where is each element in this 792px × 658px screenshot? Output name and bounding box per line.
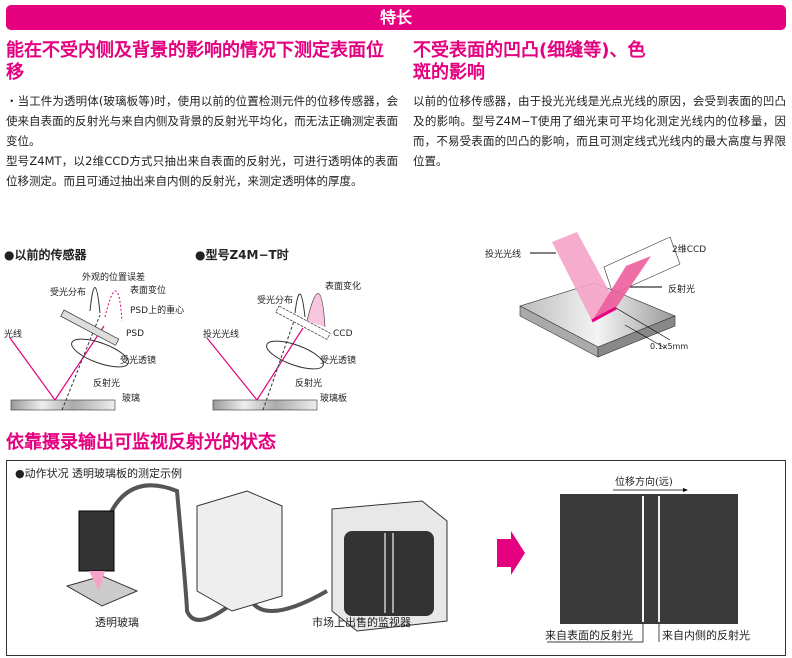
label-glass: 玻璃 <box>122 394 141 404</box>
label-reflect: 反射光 <box>295 379 323 389</box>
glass-label: 透明玻璃 <box>95 616 139 629</box>
label-light: 投光光线 <box>485 250 522 260</box>
beam-3d-illustration <box>519 232 681 358</box>
label-reflect: 反射光 <box>93 379 121 389</box>
label-lens: 受光透镜 <box>120 356 157 366</box>
monitor-capture <box>560 494 738 624</box>
controller <box>196 490 283 612</box>
z4m-t-illustration <box>206 293 331 411</box>
left-heading: 能在不受内侧及背景的影响的情况下测定表面位移 <box>6 40 384 83</box>
inner-reflect-label: 来自内侧的反射光 <box>662 629 750 642</box>
label-glass-plate: 玻璃板 <box>320 394 348 404</box>
old-sensor-illustration <box>9 287 129 411</box>
section-header: 特长 <box>6 5 786 30</box>
right-heading: 不受表面的凹凸(细缝等)、色斑的影响 <box>413 40 646 83</box>
operation-box: ●动作状况 透明玻璃板的测定示例 透明玻璃 市场上出售的监视器 位移方向(远) … <box>6 460 786 656</box>
left-paragraph-2: 型号Z4MT，以2维CCD方式只抽出来自表面的反射光，可进行透明体的表面位移测定… <box>6 154 398 188</box>
label-2d-ccd: 2维CCD <box>672 245 707 255</box>
label-size: 0.1x5mm <box>650 342 689 351</box>
left-paragraph-1: ・当工件为透明体(玻璃板等)时，使用以前的位置检测元件的位移传感器，会使来自表面… <box>6 94 398 148</box>
arrow-right-icon <box>497 531 525 575</box>
label-psd-center: PSD上的重心 <box>130 306 185 316</box>
label-light: 光线 <box>4 330 23 340</box>
label-surface-change: 表面变化 <box>325 282 362 292</box>
diagram-old-sensor: ●以前的传感器 外观的位置误差 表面变位 受光分布 PSD上的重心 光线 PSD… <box>0 243 200 418</box>
section2-heading: 依靠摄录输出可监视反射光的状态 <box>6 432 276 453</box>
setup-illustration <box>65 483 738 643</box>
label-error: 外观的位置误差 <box>82 273 146 283</box>
diagram-z4m-t: ●型号Z4M−T时 表面变化 受光分布 投光光线 CCD 受光透镜 反射光 玻璃… <box>195 243 400 418</box>
surface-reflect-label: 来自表面的反射光 <box>545 629 633 642</box>
direction-label: 位移方向(远) <box>615 477 673 488</box>
label-psd: PSD <box>126 329 145 339</box>
diagram-new-title: ●型号Z4M−T时 <box>195 248 289 262</box>
label-lens: 受光透镜 <box>320 356 357 366</box>
box-title: ●动作状况 <box>15 467 69 480</box>
label-light: 投光光线 <box>203 330 240 340</box>
label-surface: 表面变位 <box>130 286 167 296</box>
box-subtitle: 透明玻璃板的测定示例 <box>72 467 182 480</box>
diagram-3d-beam: 投光光线 2维CCD 反射光 0.1x5mm <box>440 230 740 370</box>
monitor-label: 市场上出售的监视器 <box>312 616 411 629</box>
header-title: 特长 <box>379 8 412 27</box>
label-dist: 受光分布 <box>257 296 294 306</box>
sensor-head <box>78 510 115 572</box>
left-body: ・当工件为透明体(玻璃板等)时，使用以前的位置检测元件的位移传感器，会使来自表面… <box>6 91 398 191</box>
diagram-old-title: ●以前的传感器 <box>4 248 87 262</box>
label-ccd: CCD <box>333 329 353 339</box>
label-reflect: 反射光 <box>668 285 696 295</box>
label-dist: 受光分布 <box>50 288 87 298</box>
right-body: 以前的位移传感器，由于投光光线是光点光线的原因，会受到表面的凹凸及的影响。型号Z… <box>413 94 786 168</box>
